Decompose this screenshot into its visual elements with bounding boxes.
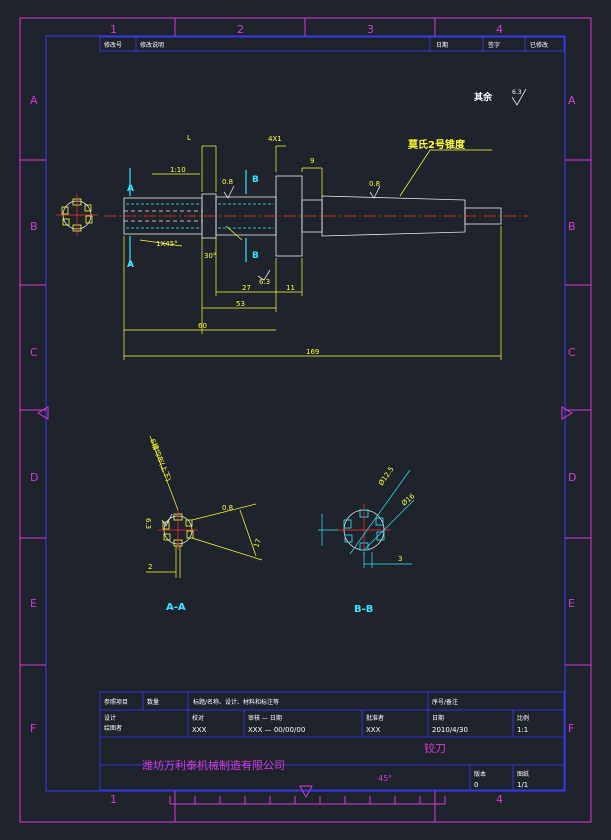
dim-27: 27 [242,284,251,292]
zone-row-left-f: F [30,722,36,735]
drawing-frame [19,17,592,823]
dim-60: 60 [198,322,207,330]
zone-row-right-e: E [568,597,575,610]
tb-scale-label: 比例 [517,714,529,722]
bb-dim-3: 3 [398,555,402,563]
tb-check-label: 校对 [192,714,204,722]
zone-row-right-a: A [568,94,576,107]
zone-col-4: 4 [496,23,503,36]
general-roughness-note: 其余 6.3 [474,88,527,106]
tb-serial: 序号/备注 [432,698,458,706]
bb-dim-diameter-1: Ø12.5 [377,465,396,487]
zone-row-right-b: B [568,220,576,233]
tb-approve-label: 批准者 [366,714,384,722]
tb-sheet-value: 0 [474,781,478,789]
center-mark-right [561,406,573,420]
roughness-value: 6.3 [512,89,522,96]
end-view [56,194,98,236]
tb-review-label: 审核 — 日期 [248,714,282,722]
rev-col-no: 修改号 [104,41,122,49]
dim-chamfer: 1X45° [156,240,178,248]
tb-designer-sub: 绘图者 [104,724,122,732]
zone-row-left-c: C [30,346,38,359]
zone-col-3: 3 [367,23,374,36]
tb-date-label: 日期 [432,714,444,722]
dim-9: 9 [310,157,314,165]
zone-row-left-e: E [30,597,37,610]
rev-col-desc: 修改说明 [140,41,164,49]
zone-row-right-d: D [568,471,576,484]
tb-part-name: 铰刀 [424,741,446,755]
dim-angle-30: 30° [204,252,216,260]
morse-taper-note: 莫氏2号锥度 [407,138,466,151]
tb-page-value: 1/1 [517,781,528,789]
zone-row-left-a: A [30,94,38,107]
tb-check-value: XXX [192,726,207,734]
section-view-bb: Ø12.5 Ø16 3 B-B [318,465,417,615]
rev-col-sign: 签字 [488,41,500,49]
zone-row-right-c: C [568,346,576,359]
zone-row-right-f: F [568,722,574,735]
tb-company: 潍坊万利泰机械制造有限公司 [142,758,285,772]
zone-row-left-b: B [30,220,38,233]
roughness-63-main: 6.3 [259,278,270,286]
tb-sheet-label: 版本 [474,770,486,778]
dim-taper-110: 1:10 [170,166,186,174]
aa-dim-2: 2 [148,563,152,571]
zone-col-bottom-4: 4 [496,793,503,806]
section-view-aa: 6槽均布(上下) 6.3 0.8 2 17 A-A [144,435,263,613]
tb-approve-value: XXX [366,726,381,734]
roughness-08-main-2: 0.8 [369,180,380,188]
tb-angle-note: 45° [378,774,392,783]
center-mark-bottom [299,785,313,799]
tb-ref-project: 参照项目 [104,698,128,706]
revision-header: 修改号 修改说明 日期 签字 已修改 [99,36,565,52]
bb-section-label: B-B [354,604,373,615]
section-mark-a-bottom: A [127,260,134,270]
title-block: 参照项目 数量 标题/名称、设计、材料和标注等 序号/备注 设计 绘图者 校对 … [99,691,565,791]
main-view: A A B B [56,134,528,360]
aa-roughness-08: 0.8 [222,504,233,512]
tb-scale-value: 1:1 [517,726,528,734]
dim-4x1: 4X1 [268,135,282,143]
aa-roughness-63: 6.3 [144,518,152,529]
section-mark-b-top: B [252,175,259,185]
rev-col-date: 日期 [436,41,448,49]
center-mark-left [37,406,49,420]
aa-dim-17: 17 [252,538,263,549]
zone-col-bottom-1: 1 [110,793,117,806]
dim-11: 11 [286,284,295,292]
inner-border [45,35,566,792]
aa-section-label: A-A [166,602,186,613]
rev-col-done: 已修改 [530,41,548,49]
section-mark-b-bottom: B [252,251,259,261]
dim-L: L [187,134,191,142]
zone-row-left-d: D [30,471,38,484]
roughness-08-main-1: 0.8 [222,178,233,186]
tb-designer-label: 设计 [104,714,116,722]
aa-slot-note: 6槽均布(上下) [148,437,173,482]
tb-date-value: 2010/4/30 [432,726,468,734]
dim-total: 169 [306,348,319,356]
tb-std-note: 标题/名称、设计、材料和标注等 [193,698,279,706]
roughness-label: 其余 [474,91,493,103]
zone-col-2: 2 [237,23,244,36]
bottom-ruler [169,796,446,805]
dim-53: 53 [236,300,245,308]
tb-qty: 数量 [147,698,159,706]
zone-col-1: 1 [110,23,117,36]
section-mark-a-top: A [127,184,134,194]
tb-review-value: XXX — 00/00/00 [248,726,305,734]
tb-page-label: 图纸 [517,770,529,778]
